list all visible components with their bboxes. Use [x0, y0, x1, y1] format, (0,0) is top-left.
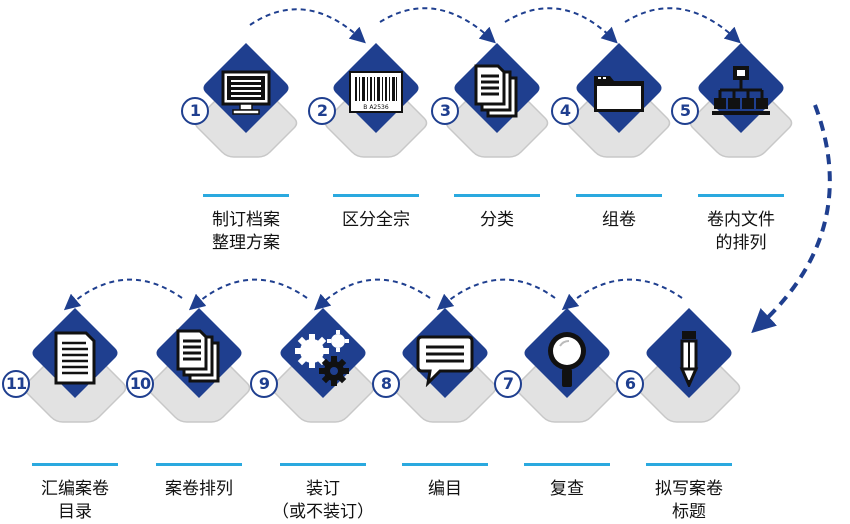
step-label: 区分全宗 [342, 210, 410, 230]
step-label: 分类 [480, 210, 514, 230]
step-11: 11 [2, 305, 140, 440]
step-7-caption: 复查 [517, 463, 617, 501]
step-number: 5 [671, 97, 699, 125]
step-number: 1 [181, 97, 209, 125]
step-number: 2 [308, 97, 336, 125]
step-label: 拟写案卷 标题 [655, 479, 723, 522]
step-3-caption: 分类 [447, 194, 547, 232]
step-label: 编目 [428, 479, 462, 499]
caption-underline [698, 194, 784, 197]
barcode-icon: B A2536 [349, 71, 403, 113]
step-number: 10 [126, 370, 154, 398]
step-10-caption: 案卷排列 [149, 463, 249, 501]
caption-underline [454, 194, 540, 197]
caption-underline [402, 463, 488, 466]
arrow-10-11 [63, 278, 183, 311]
step-label: 复查 [550, 479, 584, 499]
step-number: 8 [372, 370, 400, 398]
caption-underline [156, 463, 242, 466]
documents-icon [176, 329, 220, 383]
monitor-icon [221, 70, 271, 115]
step-label: 制订档案 整理方案 [212, 210, 280, 253]
arrow-5-6 [751, 104, 832, 334]
step-2-caption: 区分全宗 [326, 194, 426, 232]
step-1: 1 [181, 40, 311, 175]
documents-icon [474, 64, 518, 118]
caption-underline [280, 463, 366, 466]
arrow-4-5 [624, 7, 741, 44]
speech-bubble-icon [416, 335, 474, 387]
step-8-caption: 编目 [395, 463, 495, 501]
step-number: 11 [2, 370, 30, 398]
hierarchy-icon [712, 66, 770, 115]
caption-underline [333, 194, 419, 197]
step-4: 4 [551, 40, 684, 175]
document-icon [54, 331, 96, 385]
barcode-label: B A2536 [363, 104, 389, 111]
step-number: 6 [616, 370, 644, 398]
step-label: 汇编案卷 目录 [41, 479, 109, 522]
step-5: 5 [671, 40, 806, 175]
arrow-1-2 [249, 8, 366, 44]
step-9-caption: 装订 （或不装订） [265, 463, 381, 524]
step-7: 7 [494, 305, 632, 440]
step-label: 组卷 [602, 210, 636, 230]
step-label: 案卷排列 [165, 479, 233, 499]
caption-underline [32, 463, 118, 466]
step-4-caption: 组卷 [569, 194, 669, 232]
step-6-caption: 拟写案卷 标题 [639, 463, 739, 524]
magnifier-icon [548, 332, 586, 387]
gears-icon [295, 330, 349, 386]
arrow-8-9 [314, 278, 431, 311]
step-number: 3 [431, 97, 459, 125]
step-6: 6 [616, 305, 754, 440]
step-10: 10 [126, 305, 264, 440]
caption-underline [524, 463, 610, 466]
step-3: 3 [431, 40, 562, 175]
arrow-2-3 [379, 7, 496, 44]
arrow-3-4 [504, 7, 618, 44]
folder-window-icon [594, 76, 644, 112]
step-number: 7 [494, 370, 522, 398]
arrow-9-10 [188, 278, 308, 311]
step-9: 9 [250, 305, 388, 440]
step-label: 卷内文件 的排列 [707, 210, 775, 253]
caption-underline [576, 194, 662, 197]
arrow-6-7 [561, 278, 683, 311]
arrow-7-8 [436, 278, 556, 311]
caption-underline [646, 463, 732, 466]
step-number: 9 [250, 370, 278, 398]
step-5-caption: 卷内文件 的排列 [691, 194, 791, 255]
step-1-caption: 制订档案 整理方案 [196, 194, 296, 255]
step-label: 装订 （或不装订） [272, 479, 374, 522]
step-2: 2 B A2536 [308, 40, 441, 175]
pencil-icon [679, 331, 699, 387]
step-number: 4 [551, 97, 579, 125]
step-8: 8 [372, 305, 510, 440]
caption-underline [203, 194, 289, 197]
step-11-caption: 汇编案卷 目录 [25, 463, 125, 524]
